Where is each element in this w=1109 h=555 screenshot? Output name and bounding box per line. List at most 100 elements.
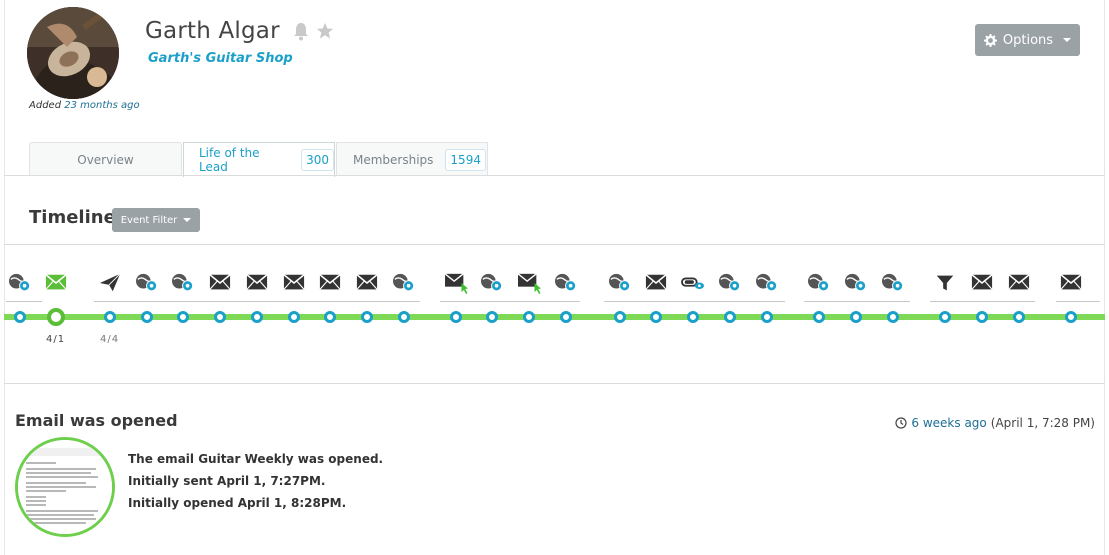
timeline-dot[interactable] xyxy=(14,311,26,323)
web-visit-icon[interactable] xyxy=(478,272,506,294)
timeline-dot[interactable] xyxy=(523,311,535,323)
timeline-dot[interactable] xyxy=(687,311,699,323)
web-visit-icon[interactable] xyxy=(552,272,580,294)
event-filter-button[interactable]: Event Filter xyxy=(112,208,200,232)
web-visit-icon[interactable] xyxy=(805,272,833,294)
timeline-dot[interactable] xyxy=(614,311,626,323)
email-click-icon[interactable] xyxy=(442,272,470,294)
detail-line: Initially opened April 1, 8:28PM. xyxy=(128,496,347,510)
web-visit-icon[interactable] xyxy=(390,272,418,294)
tab-bar: Overview Life of the Lead 300 Membership… xyxy=(29,142,488,177)
timeline-dot[interactable] xyxy=(450,311,462,323)
event-group-underline xyxy=(94,301,420,302)
timeline-dot[interactable] xyxy=(251,311,263,323)
view-icon[interactable] xyxy=(679,272,707,294)
divider xyxy=(4,383,1105,384)
time-full: (April 1, 7:28 PM) xyxy=(990,416,1095,430)
timeline-dot[interactable] xyxy=(560,311,572,323)
tab-count-badge: 300 xyxy=(301,149,334,171)
timeline-dot[interactable] xyxy=(813,311,825,323)
page-frame xyxy=(4,0,1105,555)
email-icon[interactable] xyxy=(968,272,996,294)
timeline-track xyxy=(4,314,1105,320)
timeline-dot[interactable] xyxy=(1065,311,1077,323)
email-icon[interactable] xyxy=(1057,272,1085,294)
tab-divider xyxy=(4,175,1105,176)
event-group-underline xyxy=(930,301,1035,302)
timeline-dot[interactable] xyxy=(1013,311,1025,323)
email-icon[interactable] xyxy=(316,272,344,294)
added-prefix: Added xyxy=(29,100,65,111)
timeline-dot[interactable] xyxy=(486,311,498,323)
web-visit-icon[interactable] xyxy=(606,272,634,294)
time-ago-link[interactable]: 6 weeks ago xyxy=(911,416,987,430)
timeline-dot[interactable] xyxy=(288,311,300,323)
timeline-dot[interactable] xyxy=(724,311,736,323)
send-icon[interactable] xyxy=(96,272,124,294)
timeline-dot[interactable] xyxy=(47,308,65,326)
web-visit-icon[interactable] xyxy=(6,272,34,294)
timeline-dot[interactable] xyxy=(650,311,662,323)
chevron-down-icon xyxy=(183,218,192,222)
options-button[interactable]: Options xyxy=(975,24,1080,56)
tab-count-badge: 1594 xyxy=(445,148,486,171)
filter-icon[interactable] xyxy=(931,272,959,294)
email-icon[interactable] xyxy=(280,272,308,294)
web-visit-icon[interactable] xyxy=(753,272,781,294)
added-date: Added 23 months ago xyxy=(29,100,140,111)
timeline-dot[interactable] xyxy=(177,311,189,323)
contact-name: Garth Algar xyxy=(145,18,280,44)
detail-line: The email Guitar Weekly was opened. xyxy=(128,452,384,466)
bell-icon[interactable] xyxy=(292,21,310,41)
timeline-dot[interactable] xyxy=(324,311,336,323)
email-opened-icon[interactable] xyxy=(42,272,70,294)
tab-label: Overview xyxy=(77,152,134,167)
chevron-down-icon xyxy=(1063,38,1072,42)
event-detail-lines: The email Guitar Weekly was opened. Init… xyxy=(128,448,383,514)
event-filter-label: Event Filter xyxy=(120,214,178,226)
web-visit-icon[interactable] xyxy=(842,272,870,294)
tab-label: Memberships xyxy=(353,152,434,167)
email-icon[interactable] xyxy=(206,272,234,294)
email-click-icon[interactable] xyxy=(515,272,543,294)
options-label: Options xyxy=(1002,32,1054,48)
tab-memberships[interactable]: Memberships 1594 xyxy=(336,142,488,176)
event-group-underline xyxy=(1056,301,1100,302)
tab-overview[interactable]: Overview xyxy=(29,142,182,176)
timeline-dot[interactable] xyxy=(398,311,410,323)
timeline-dot[interactable] xyxy=(761,311,773,323)
email-icon[interactable] xyxy=(1005,272,1033,294)
divider xyxy=(4,244,1105,245)
event-group-underline xyxy=(440,301,580,302)
gear-icon xyxy=(983,33,997,47)
event-group-underline xyxy=(6,301,42,302)
web-visit-icon[interactable] xyxy=(133,272,161,294)
timeline-dot[interactable] xyxy=(214,311,226,323)
email-icon[interactable] xyxy=(353,272,381,294)
avatar xyxy=(27,7,119,99)
event-group-underline xyxy=(804,301,910,302)
star-icon[interactable] xyxy=(316,21,334,41)
event-detail-time: 6 weeks ago (April 1, 7:28 PM) xyxy=(895,416,1095,430)
email-preview-thumbnail[interactable] xyxy=(15,437,115,537)
timeline-dot[interactable] xyxy=(976,311,988,323)
tab-label: Life of the Lead xyxy=(199,146,260,174)
timeline-date-label: 4/1 xyxy=(46,334,66,345)
timeline-dot[interactable] xyxy=(887,311,899,323)
timeline-dot[interactable] xyxy=(361,311,373,323)
timeline-title: Timeline xyxy=(29,207,116,228)
timeline-dot[interactable] xyxy=(850,311,862,323)
web-visit-icon[interactable] xyxy=(879,272,907,294)
added-ago-link[interactable]: 23 months ago xyxy=(64,100,140,111)
tab-life-of-the-lead[interactable]: Life of the Lead 300 xyxy=(183,142,335,177)
email-icon[interactable] xyxy=(243,272,271,294)
company-name[interactable]: Garth's Guitar Shop xyxy=(148,51,293,66)
timeline-dot[interactable] xyxy=(104,311,116,323)
timeline-dot[interactable] xyxy=(141,311,153,323)
email-icon[interactable] xyxy=(642,272,670,294)
event-detail-title: Email was opened xyxy=(15,411,178,430)
timeline-dot[interactable] xyxy=(939,311,951,323)
web-visit-icon[interactable] xyxy=(169,272,197,294)
web-visit-icon[interactable] xyxy=(716,272,744,294)
detail-line: Initially sent April 1, 7:27PM. xyxy=(128,474,326,488)
